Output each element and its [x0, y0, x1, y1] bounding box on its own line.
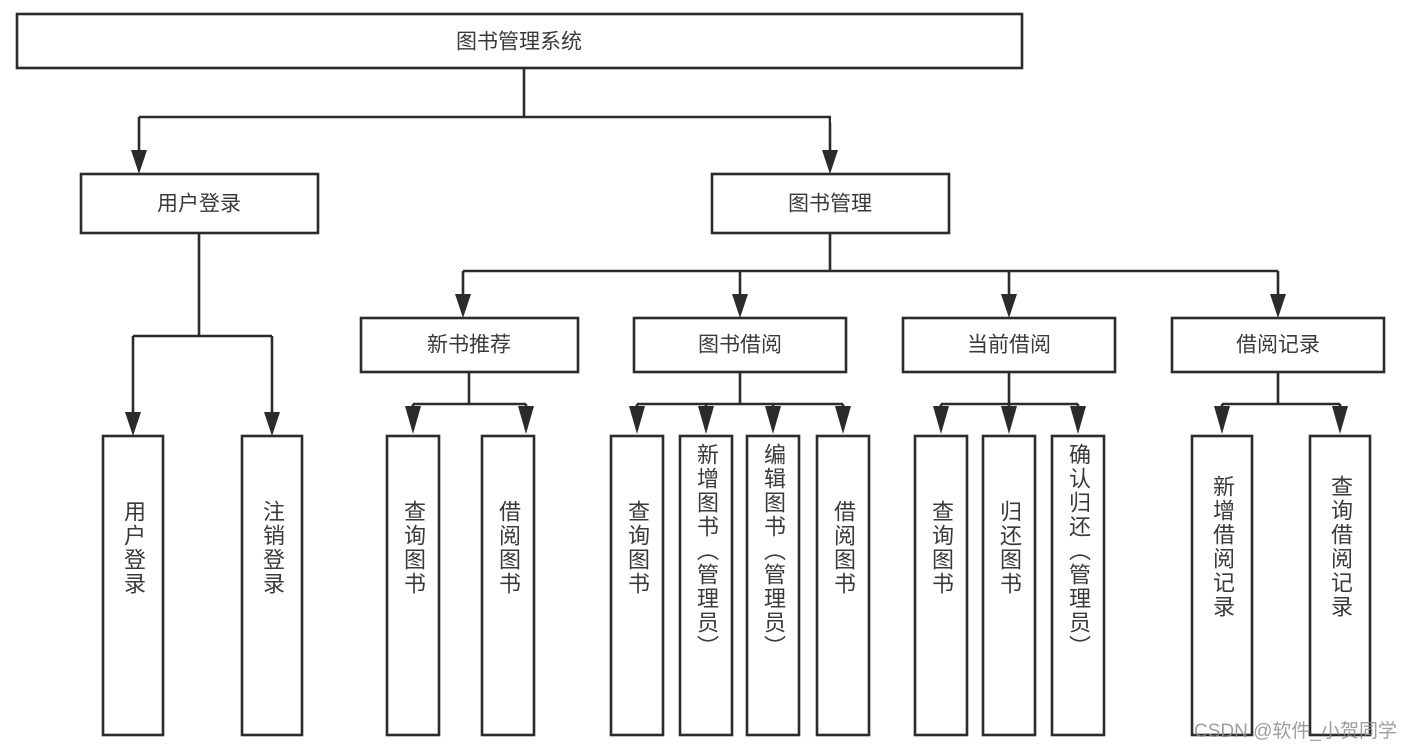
node-borrow-record[interactable]: 借阅记录	[1170, 316, 1386, 374]
leaf-box-user-login-1[interactable]	[240, 434, 304, 737]
book-manage-label: 图书管理	[788, 193, 872, 216]
node-new-book-recommend[interactable]: 新书推荐	[359, 316, 580, 374]
connector-current-borrow-to-leaves	[933, 372, 1086, 434]
leaf-box-new-book-1[interactable]	[480, 434, 536, 737]
arrow-to-user-login	[131, 150, 147, 174]
root-label: 图书管理系统	[456, 31, 582, 54]
leaf-box-book-borrow-0[interactable]	[609, 434, 665, 737]
book-manage-box[interactable]	[710, 172, 951, 235]
leaf-box-book-borrow-2[interactable]	[745, 434, 801, 737]
current-borrow-box[interactable]	[901, 316, 1117, 374]
arrow-to-book-manage	[822, 150, 838, 174]
node-current-borrow[interactable]: 当前借阅	[901, 316, 1117, 374]
node-root[interactable]: 图书管理系统	[15, 12, 1024, 70]
new-book-recommend-label: 新书推荐	[427, 334, 511, 357]
root-box[interactable]	[15, 12, 1024, 70]
connector-user-login-to-leaves	[125, 233, 280, 436]
user-login-label: 用户登录	[157, 193, 241, 216]
node-book-manage[interactable]: 图书管理	[710, 172, 951, 235]
connector-book-manage-to-level3	[455, 233, 1286, 318]
node-user-login[interactable]: 用户登录	[79, 172, 320, 235]
leaf-box-current-borrow-1[interactable]	[981, 434, 1037, 737]
leaf-box-borrow-record-0[interactable]	[1190, 434, 1254, 737]
current-borrow-label: 当前借阅	[967, 334, 1051, 357]
node-book-borrow[interactable]: 图书借阅	[632, 316, 848, 374]
leaf-box-book-borrow-3[interactable]	[815, 434, 871, 737]
borrow-record-box[interactable]	[1170, 316, 1386, 374]
connector-book-borrow-to-leaves	[629, 372, 851, 434]
leaf-box-borrow-record-1[interactable]	[1308, 434, 1372, 737]
connector-borrow-record-to-leaves	[1214, 372, 1348, 434]
bus-mask	[831, 112, 1391, 123]
user-login-box[interactable]	[79, 172, 320, 235]
book-borrow-box[interactable]	[632, 316, 848, 374]
leaf-box-user-login-0[interactable]	[101, 434, 165, 737]
leaf-box-current-borrow-2[interactable]	[1050, 434, 1106, 737]
leaf-box-book-borrow-1[interactable]	[678, 434, 734, 737]
book-borrow-label: 图书借阅	[698, 334, 782, 357]
connector-new-book-recommend-to-leaves	[405, 372, 534, 434]
leaf-box-current-borrow-0[interactable]	[913, 434, 969, 737]
leaf-box-new-book-0[interactable]	[385, 434, 441, 737]
borrow-record-label: 借阅记录	[1236, 334, 1320, 357]
